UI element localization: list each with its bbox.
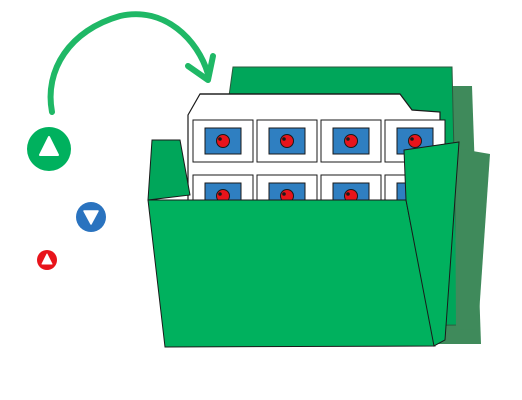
download-circle-icon [76, 202, 106, 232]
curved-arrow-icon [47, 11, 216, 115]
card-dot [344, 134, 358, 148]
card-dot [216, 134, 230, 148]
folder-front-side [403, 141, 460, 347]
card-item [256, 119, 318, 163]
folder-front [147, 199, 436, 348]
upload-circle-icon [27, 127, 71, 171]
folder-icon [147, 66, 490, 348]
folder-left-flap [147, 139, 191, 201]
small-red-circle-icon [37, 250, 57, 270]
card-dot [408, 134, 422, 148]
card-item [320, 119, 382, 163]
card-dot [280, 134, 294, 148]
folder-side-strip [455, 148, 490, 330]
card-item [192, 119, 254, 163]
